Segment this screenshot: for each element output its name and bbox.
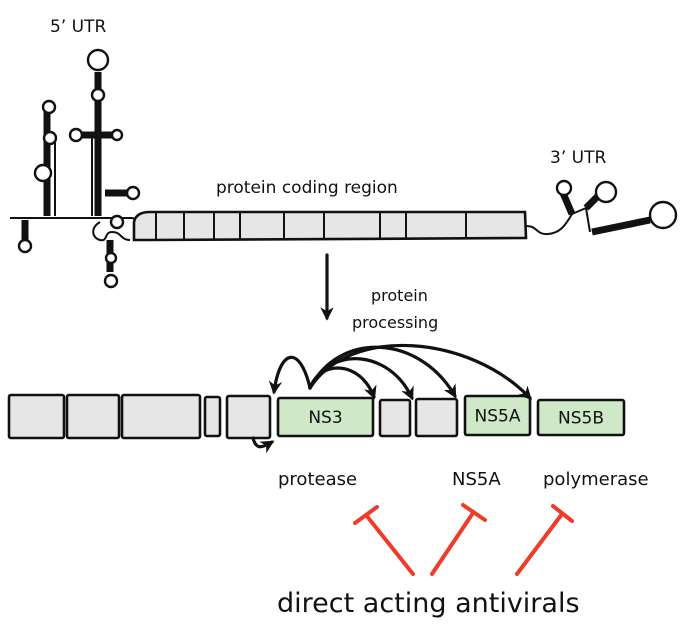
inhibition-lines	[353, 503, 574, 576]
segment-ns5a	[463, 394, 532, 437]
inhibit-protease-icon	[353, 505, 415, 576]
utr5-label: 5’ UTR	[50, 17, 106, 37]
utr3-label: 3’ UTR	[550, 148, 606, 168]
direct-acting-antivirals-label: direct acting antivirals	[277, 588, 580, 619]
target-label-polymerase: polymerase	[543, 469, 649, 490]
cleavage-arrow	[308, 343, 532, 400]
segment-ns5b	[536, 398, 626, 437]
target-label-protease: protease	[278, 469, 357, 490]
polyprotein-segment	[65, 393, 121, 440]
coding-region-label: protein coding region	[216, 178, 398, 198]
segment-label-ns5b: NS5B	[558, 409, 604, 429]
polyprotein-segment	[414, 397, 459, 438]
polyprotein-segment	[120, 393, 202, 440]
polyprotein-segment	[203, 395, 222, 438]
polyprotein-segment	[225, 394, 272, 440]
polyprotein: NS3 NS5A NS5B	[7, 393, 626, 440]
target-label-ns5a: NS5A	[452, 469, 501, 490]
segment-label-ns5a: NS5A	[475, 407, 521, 427]
coding-region-bar	[132, 210, 528, 242]
cleavage-arrow	[308, 345, 457, 399]
segment-ns3	[276, 396, 375, 438]
polyprotein-segment	[7, 393, 66, 440]
inhibit-ns5a-icon	[430, 503, 487, 576]
utr3-structure	[525, 179, 678, 236]
processing-label-1: protein	[371, 286, 428, 305]
polyprotein-segment	[378, 398, 412, 438]
inhibit-polymerase-icon	[515, 504, 574, 576]
cleavage-arrows	[251, 343, 532, 454]
utr5-structure	[10, 48, 149, 289]
segment-label-ns3: NS3	[308, 408, 342, 428]
processing-label-2: processing	[352, 313, 438, 332]
cleavage-arrow	[268, 355, 312, 395]
self-cleavage-arrow	[251, 436, 275, 454]
